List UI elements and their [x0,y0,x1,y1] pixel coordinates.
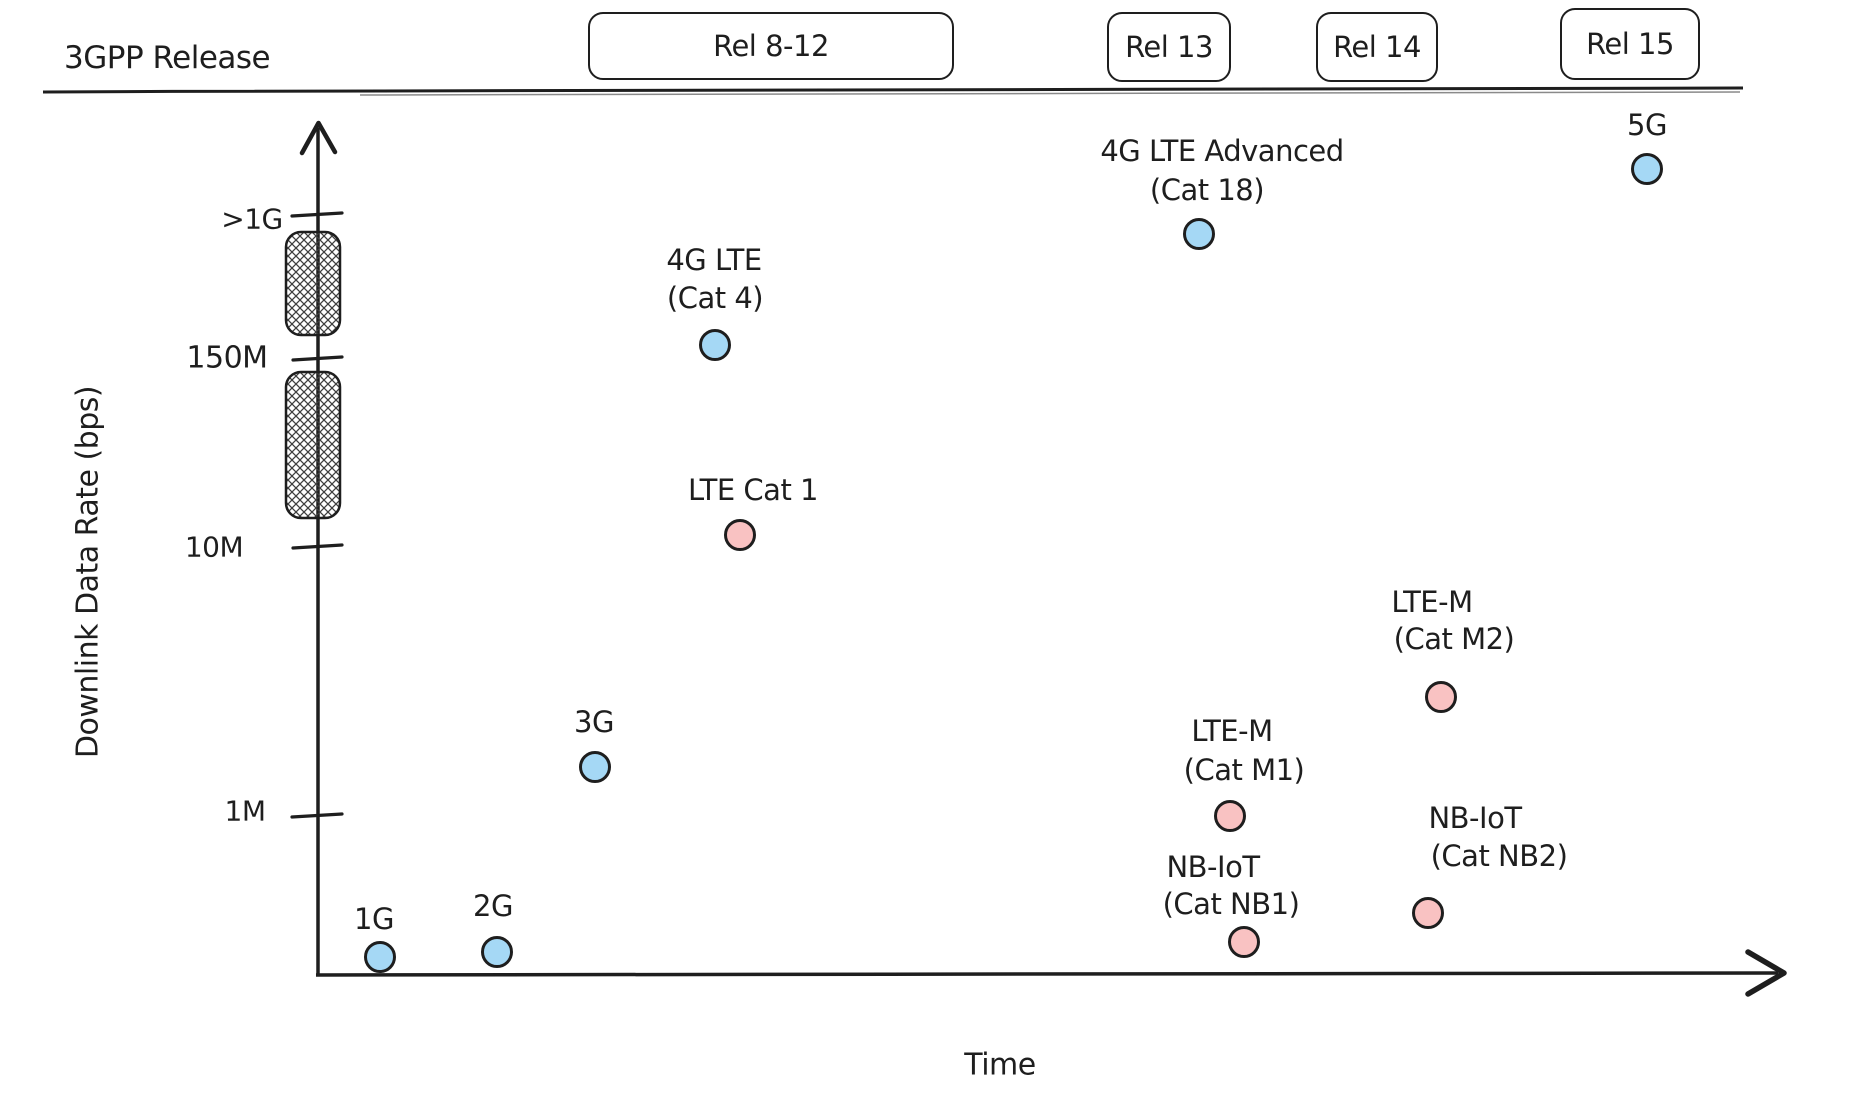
point-4g-lte-cat4-sublabel: (Cat 4) [666,281,764,315]
point-lte-m-cat-m1-sublabel: (Cat M1) [1183,753,1305,787]
x-axis-arrowhead [1745,949,1787,997]
point-nb-iot-cat-nb2 [1412,897,1444,929]
y-tick-150m [291,355,344,362]
point-lte-cat1-label: LTE Cat 1 [688,473,818,507]
y-tick-label-1m: 1M [224,794,266,828]
header-separator-echo [359,91,1741,96]
release-badge-rel-8-12: Rel 8-12 [588,12,954,80]
point-1g [364,941,396,973]
point-1g-label: 1G [354,902,394,936]
point-4g-lte-cat4-label: 4G LTE [666,243,762,277]
y-tick-label-10m: 10M [184,530,244,564]
release-badge-label: Rel 8-12 [713,29,829,63]
release-badge-rel-13: Rel 13 [1107,12,1231,82]
point-5g [1631,153,1663,185]
point-nb-iot-cat-nb2-label: NB-IoT [1428,801,1522,835]
axis-break-marker-lower [284,370,342,520]
y-tick-label-150m: 150M [186,340,268,376]
axis-break-marker-upper [284,230,342,337]
point-nb-iot-cat-nb1-label: NB-IoT [1166,850,1260,884]
point-lte-m-cat-m1-label: LTE-M [1191,714,1273,748]
release-badge-label: Rel 14 [1333,30,1421,64]
point-2g [481,936,513,968]
chart-title: 3GPP Release [64,40,271,76]
x-axis-line [315,971,1779,977]
point-4g-lte-advanced-cat18 [1183,218,1215,250]
y-tick-1g [290,211,344,218]
point-lte-m-cat-m2-sublabel: (Cat M2) [1393,622,1515,656]
x-axis-label: Time [964,1047,1036,1083]
point-lte-cat1 [724,519,756,551]
point-3g-label: 3G [574,705,614,739]
point-4g-lte-advanced-cat18-sublabel: (Cat 18) [1149,173,1265,207]
release-badge-label: Rel 15 [1586,27,1674,61]
point-lte-m-cat-m2-label: LTE-M [1391,585,1473,619]
point-nb-iot-cat-nb1-sublabel: (Cat NB1) [1162,887,1300,921]
point-2g-label: 2G [473,889,513,923]
point-3g [579,751,611,783]
point-4g-lte-advanced-cat18-label: 4G LTE Advanced [1100,134,1344,168]
y-axis-label: Downlink Data Rate (bps) [70,385,106,759]
y-tick-10m [291,543,344,550]
release-badge-label: Rel 13 [1125,30,1213,64]
point-4g-lte-cat4 [699,329,731,361]
point-nb-iot-cat-nb2-sublabel: (Cat NB2) [1430,839,1568,873]
point-5g-label: 5G [1627,108,1667,142]
y-tick-1m [290,812,344,819]
point-lte-m-cat-m2 [1425,681,1457,713]
release-badge-rel-15: Rel 15 [1560,8,1700,80]
release-badge-rel-14: Rel 14 [1316,12,1438,82]
y-axis-arrowhead [299,120,338,156]
header-separator-line [42,86,1744,94]
point-nb-iot-cat-nb1 [1228,926,1260,958]
point-lte-m-cat-m1 [1214,800,1246,832]
y-tick-label-1g: >1G [221,202,283,236]
